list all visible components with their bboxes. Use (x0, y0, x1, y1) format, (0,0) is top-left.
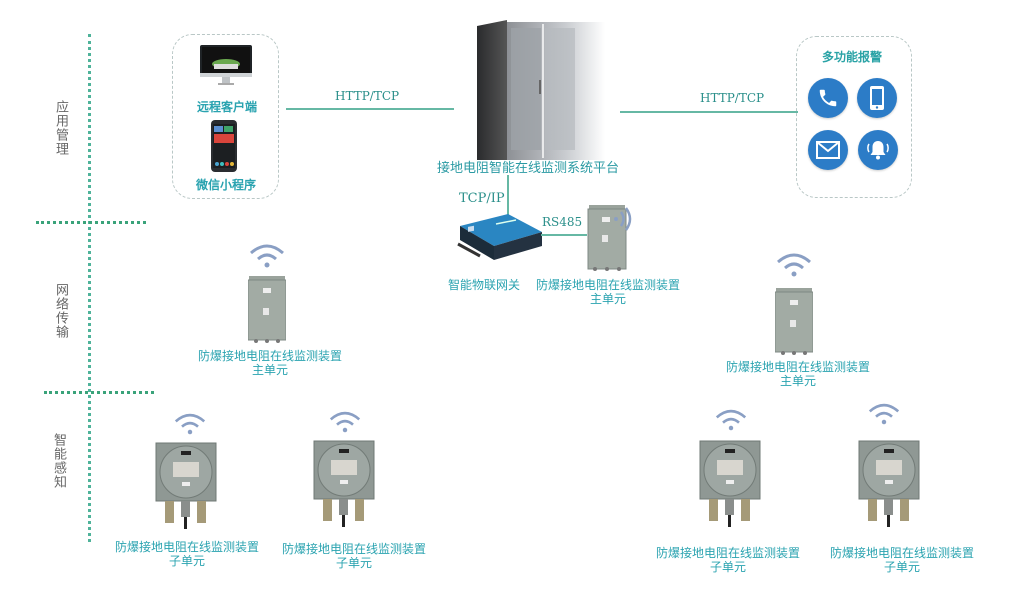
sub-unit-label: 防爆接地电阻在线监测装置 子单元 (648, 546, 808, 574)
wifi-signal-icon (715, 409, 747, 431)
bell-icon (858, 130, 898, 170)
sub-unit-label: 防爆接地电阻在线监测装置 子单元 (822, 546, 982, 574)
sub-unit-label: 防爆接地电阻在线监测装置 子单元 (107, 540, 267, 568)
device-type: 子单元 (883, 560, 920, 574)
protocol-label-left: HTTP/TCP (335, 89, 400, 103)
link-client-platform (286, 108, 454, 110)
link-platform-alarm (620, 111, 798, 113)
monitor-icon (200, 45, 252, 87)
gateway-label: 智能物联网关 (447, 278, 520, 292)
device-type: 子单元 (709, 560, 746, 574)
mobile-icon (857, 78, 897, 118)
wifi-signal-icon (174, 413, 206, 435)
wifi-signal-icon (329, 411, 361, 433)
device-type: 主单元 (589, 292, 626, 306)
remote-client-label: 远程客户端 (196, 100, 257, 114)
main-unit-left-label: 防爆接地电阻在线监测装置 主单元 (190, 349, 350, 377)
layer-label-network: 网络传输 (53, 283, 68, 339)
wifi-signal-icon (777, 253, 811, 277)
protocol-label-rs485: RS485 (542, 215, 583, 229)
main-unit-right-label: 防爆接地电阻在线监测装置 主单元 (718, 360, 878, 388)
sub-unit-label: 防爆接地电阻在线监测装置 子单元 (274, 542, 434, 570)
main-unit-center-label: 防爆接地电阻在线监测装置 主单元 (528, 278, 688, 306)
main-unit-device-right (774, 288, 814, 356)
device-type: 主单元 (779, 374, 816, 388)
device-name: 防爆接地电阻在线监测装置 (197, 349, 342, 363)
device-type: 子单元 (335, 556, 372, 570)
device-type: 主单元 (251, 363, 288, 377)
mail-icon (808, 130, 848, 170)
main-unit-device-left (247, 276, 287, 344)
client-group-box (172, 34, 279, 199)
layer-label-sensing: 智能感知 (51, 433, 66, 489)
phone-icon (808, 78, 848, 118)
wifi-signal-icon (250, 244, 284, 268)
wechat-mini-label: 微信小程序 (195, 178, 256, 192)
sub-unit-device (313, 440, 375, 528)
wifi-signal-icon (868, 403, 900, 425)
sub-unit-device (858, 440, 920, 528)
sub-unit-device (699, 440, 761, 528)
smartphone-icon (211, 120, 237, 172)
wifi-signal-icon (614, 207, 632, 231)
device-type: 子单元 (168, 554, 205, 568)
alarm-title: 多功能报警 (821, 50, 882, 64)
platform-label: 接地电阻智能在线监测系统平台 (436, 161, 619, 176)
device-name: 防爆接地电阻在线监测装置 (725, 360, 870, 374)
protocol-label-right: HTTP/TCP (700, 91, 765, 105)
device-name: 防爆接地电阻在线监测装置 (535, 278, 680, 292)
link-platform-gateway (507, 175, 509, 220)
main-unit-device-center (587, 205, 627, 273)
device-name: 防爆接地电阻在线监测装置 (829, 546, 974, 560)
alarm-group-box (796, 36, 912, 198)
layer-label-application: 应用管理 (53, 100, 68, 156)
device-name: 防爆接地电阻在线监测装置 (281, 542, 426, 556)
server-rack-icon (475, 20, 605, 160)
protocol-label-gateway: TCP/IP (459, 191, 505, 206)
device-name: 防爆接地电阻在线监测装置 (655, 546, 800, 560)
sub-unit-device (155, 442, 217, 530)
layer-divider-app-network (36, 221, 146, 224)
device-name: 防爆接地电阻在线监测装置 (114, 540, 259, 554)
iot-gateway-icon (450, 210, 545, 268)
layer-divider-network-sensing (44, 391, 154, 394)
link-gateway-main-unit (541, 234, 587, 236)
layer-divider-vertical (88, 34, 91, 542)
